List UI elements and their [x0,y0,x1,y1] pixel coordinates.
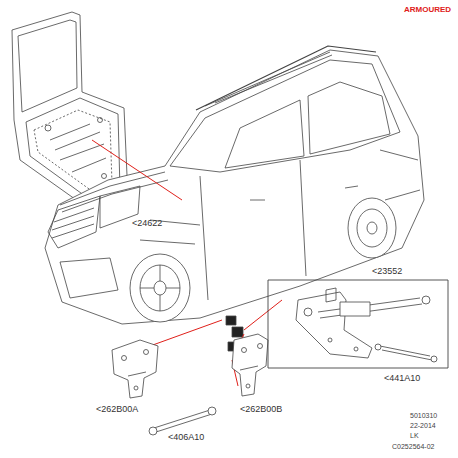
check-strap-detail [268,280,448,368]
link-406A10 [149,407,216,435]
callout-number: <406A10 [168,433,204,442]
drawing-reference: C0252564-02 [392,443,434,450]
callout-number: <262B00A [96,405,138,414]
drawing-number: 5010310 [410,412,437,419]
armour-note: ARMOURED [404,6,451,14]
callout-number: <23552 [372,267,402,276]
car-body [45,46,424,324]
hinge-262B00B [232,334,268,396]
wheels [130,198,396,322]
callout-number: <24622 [132,219,162,228]
callout-number: <262B00B [240,405,282,414]
drawing-date: 22-2014 [410,422,436,429]
drawing-initials: LK [410,432,419,439]
callout-number: <441A10 [384,374,420,383]
hinge-262B00A [112,340,158,398]
